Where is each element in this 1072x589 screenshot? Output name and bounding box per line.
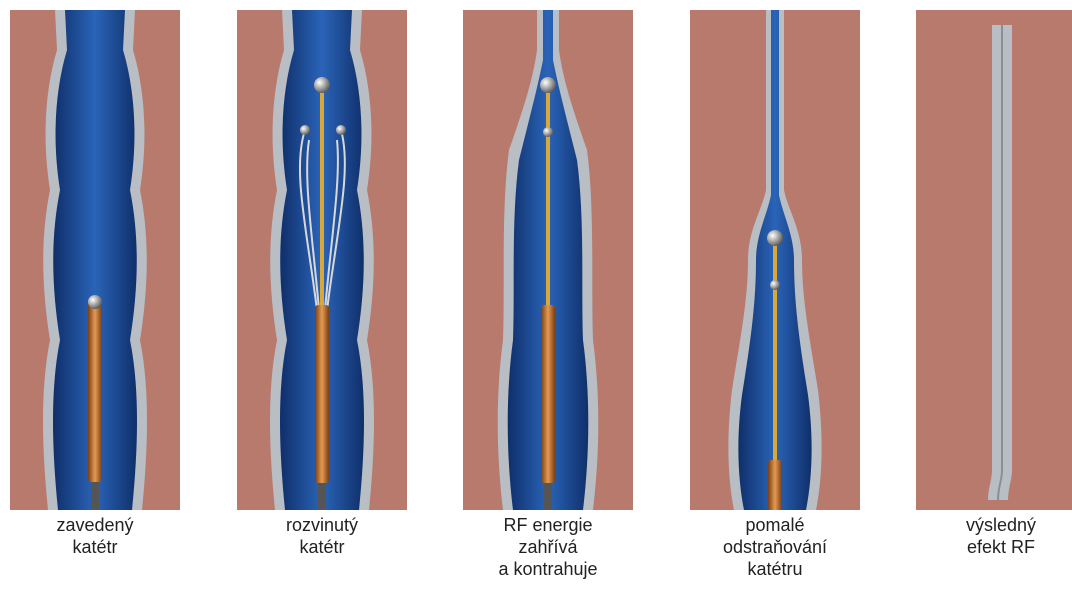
collapsed-arm-tips	[770, 280, 780, 290]
catheter-tip	[88, 295, 102, 309]
caption-line: katétru	[690, 558, 860, 580]
panel-final-result	[916, 10, 1072, 510]
caption-line: pomalé	[690, 514, 860, 536]
catheter-electrode	[315, 305, 329, 483]
catheter-deployed-illustration	[237, 10, 407, 510]
arm-tip-right	[336, 125, 346, 135]
catheter-electrode	[541, 305, 555, 483]
center-tip	[540, 77, 556, 93]
caption-final-result: výsledný efekt RF	[916, 514, 1072, 558]
caption-catheter-inserted: zavedený katétr	[10, 514, 180, 558]
caption-line: RF energie	[463, 514, 633, 536]
caption-line: odstraňování	[690, 536, 860, 558]
panel-catheter-deployed	[237, 10, 407, 510]
caption-line: zahřívá	[463, 536, 633, 558]
collapsed-arm-tips	[543, 127, 553, 137]
catheter-electrode	[768, 460, 782, 510]
caption-line: efekt RF	[916, 536, 1072, 558]
caption-line: a kontrahuje	[463, 558, 633, 580]
catheter-shaft	[544, 480, 552, 510]
slow-withdrawal-illustration	[690, 10, 860, 510]
arm-tip-left	[300, 125, 310, 135]
caption-line: rozvinutý	[237, 514, 407, 536]
catheter-electrode	[88, 302, 102, 482]
catheter-shaft	[318, 480, 326, 510]
catheter-shaft	[91, 480, 99, 510]
center-wire	[546, 85, 550, 315]
caption-catheter-deployed: rozvinutý katétr	[237, 514, 407, 558]
center-tip	[314, 77, 330, 93]
rf-heating-illustration	[463, 10, 633, 510]
caption-line: zavedený	[10, 514, 180, 536]
catheter-inserted-illustration	[10, 10, 180, 510]
caption-line: výsledný	[916, 514, 1072, 536]
panel-rf-heating-contraction	[463, 10, 633, 510]
caption-line: katétr	[10, 536, 180, 558]
caption-slow-withdrawal: pomalé odstraňování katétru	[690, 514, 860, 580]
panel-slow-withdrawal	[690, 10, 860, 510]
final-result-illustration	[916, 10, 1072, 510]
panel-catheter-inserted	[10, 10, 180, 510]
center-wire	[773, 238, 777, 468]
caption-line: katétr	[237, 536, 407, 558]
center-wire	[320, 85, 324, 315]
center-tip	[767, 230, 783, 246]
caption-rf-heating-contraction: RF energie zahřívá a kontrahuje	[463, 514, 633, 580]
